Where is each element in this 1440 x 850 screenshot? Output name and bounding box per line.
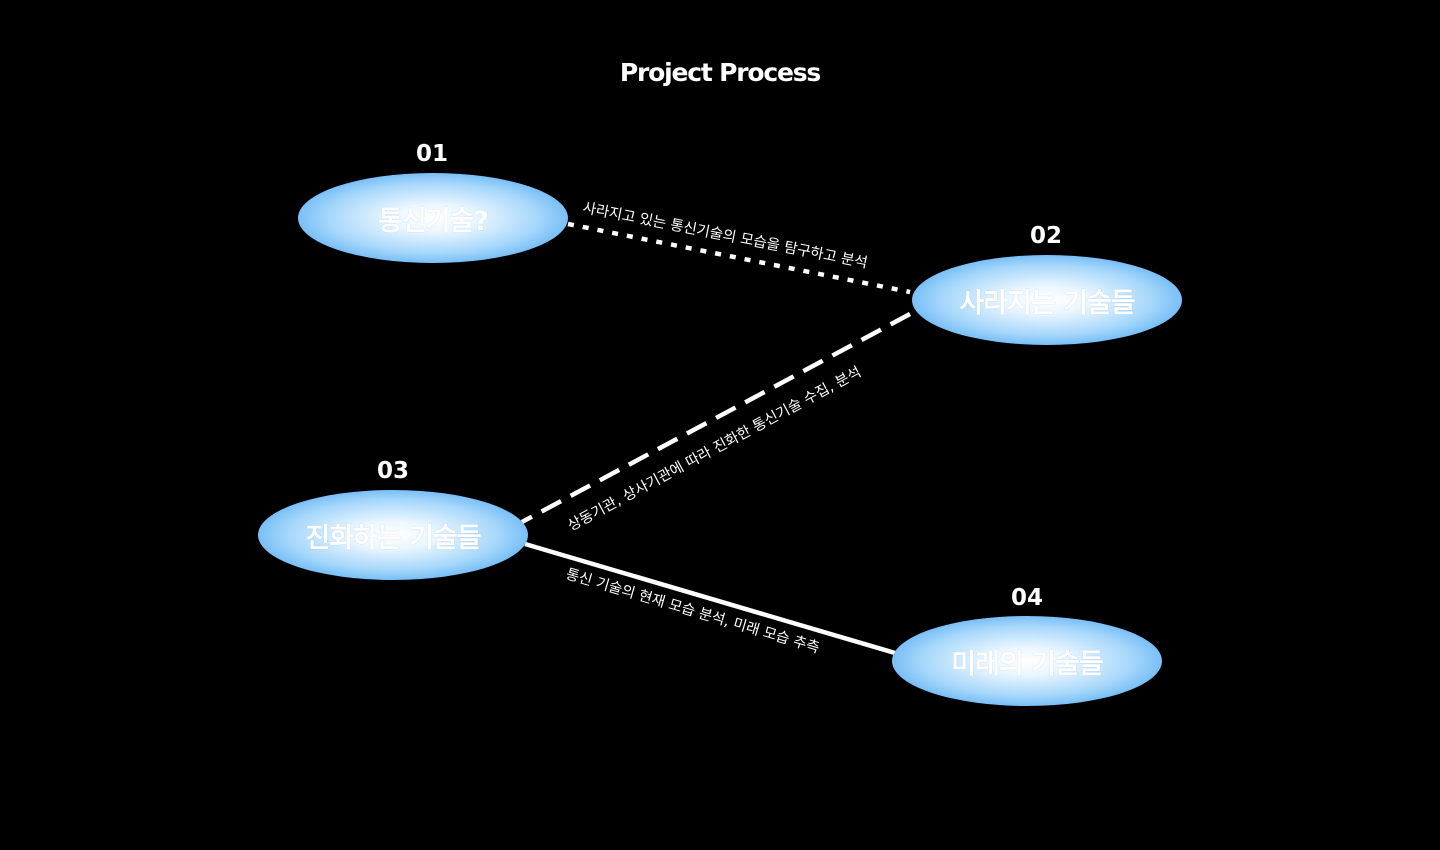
step-label-04: 미래의 기술들 (951, 648, 1103, 680)
dotted-connector-01-02 (567, 221, 911, 295)
step-node-02: 사라지는 기술들 (912, 255, 1182, 345)
step-label-01: 통신기술? (377, 205, 489, 237)
page-title: Project Process (619, 58, 821, 87)
connector-label-02-03: 상동기관, 상사기관에 따라 진화한 통신기술 수집, 분석 (565, 363, 864, 534)
step-number-01: 01 (415, 141, 448, 167)
dashed-connector-02-03 (520, 312, 912, 524)
step-node-03: 진화하는 기술들 (258, 490, 528, 580)
step-number-04: 04 (1010, 585, 1043, 611)
step-number-03: 03 (376, 458, 409, 484)
step-label-03: 진화하는 기술들 (305, 522, 481, 554)
step-label-02: 사라지는 기술들 (959, 287, 1135, 319)
connector-label-03-04: 통신 기술의 현재 모습 분석, 미래 모습 추측 (564, 566, 822, 657)
connector-label-01-02: 사라지고 있는 통신기술의 모습을 탐구하고 분석 (581, 199, 869, 271)
step-node-04: 미래의 기술들 (892, 616, 1162, 706)
step-number-02: 02 (1029, 223, 1062, 249)
step-node-01: 통신기술? (298, 173, 568, 263)
solid-connector-03-04 (524, 541, 896, 656)
